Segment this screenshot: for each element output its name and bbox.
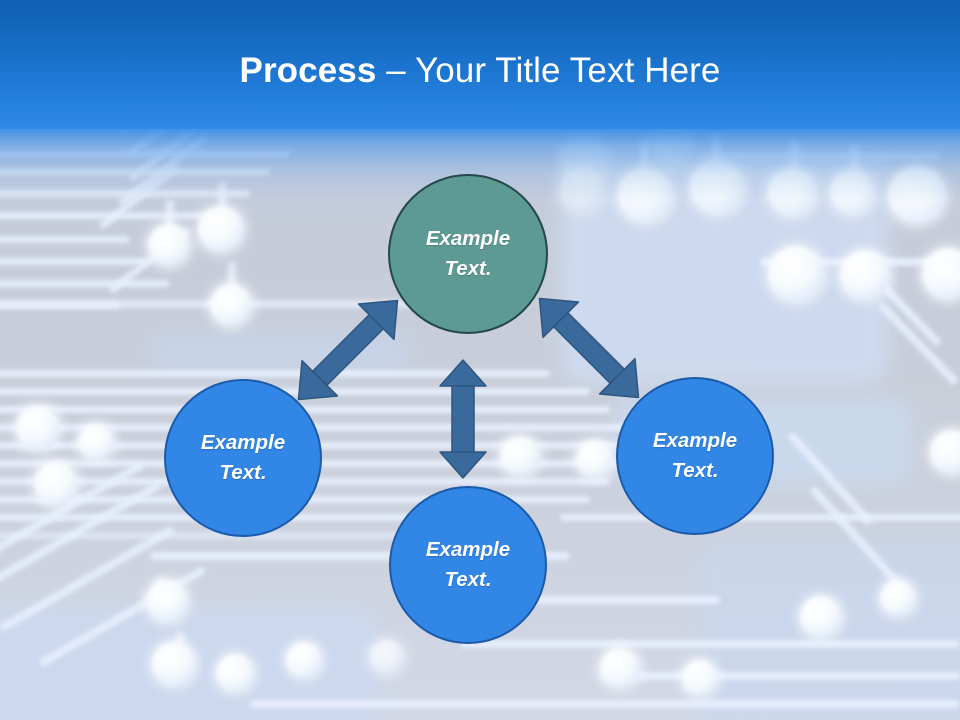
process-node-top[interactable]: Example Text.	[388, 174, 548, 334]
page-title-rest: – Your Title Text Here	[376, 51, 721, 90]
top-right-arrow	[538, 297, 640, 399]
top-left-arrow-shape	[297, 299, 399, 401]
process-node-right-line2: Text.	[671, 459, 719, 482]
process-node-left[interactable]: Example Text.	[164, 379, 322, 537]
process-node-bottom[interactable]: Example Text.	[389, 486, 547, 644]
process-node-top-line2: Text.	[444, 257, 492, 280]
process-node-bottom-line1: Example	[425, 538, 511, 561]
top-bottom-arrow	[439, 359, 487, 479]
header-band	[0, 0, 960, 129]
process-node-left-line2: Text.	[219, 461, 267, 484]
process-node-left-line1: Example	[200, 431, 286, 454]
process-node-bottom-line2: Text.	[444, 568, 492, 591]
page-title-strong: Process	[239, 51, 377, 90]
page-title: Process – Your Title Text Here	[0, 49, 960, 93]
process-node-right-line1: Example	[652, 429, 738, 452]
process-node-right[interactable]: Example Text.	[616, 377, 774, 535]
process-node-top-line1: Example	[425, 227, 511, 250]
